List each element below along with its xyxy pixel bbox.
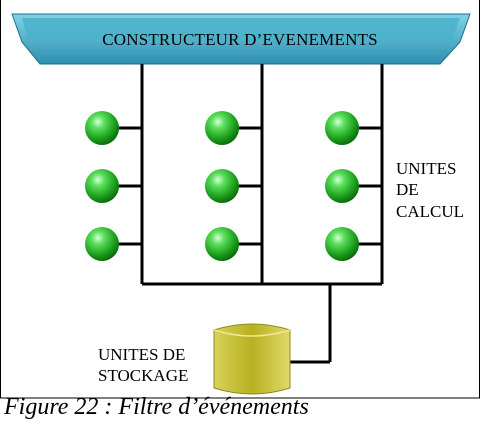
storage-units-label: UNITES DE STOCKAGE (98, 345, 189, 386)
storage-drum (213, 323, 291, 395)
node-stubs (118, 126, 382, 246)
compute-node (205, 169, 239, 203)
compute-node (85, 169, 119, 203)
figure-caption: Figure 22 : Filtre d’événements (4, 394, 309, 420)
compute-node (325, 111, 359, 145)
compute-node (205, 227, 239, 261)
compute-nodes (85, 111, 359, 261)
compute-node (205, 111, 239, 145)
compute-units-label: UNITES DE CALCUL (396, 159, 464, 221)
constructor-label: CONSTRUCTEUR D’EVENEMENTS (102, 30, 378, 49)
compute-node (325, 227, 359, 261)
compute-node (85, 111, 119, 145)
diagram-canvas: CONSTRUCTEUR D’EVENEMENTS UNITES DE CALC… (0, 0, 480, 399)
bus-lines (140, 64, 384, 364)
compute-node (85, 227, 119, 261)
diagram-svg (0, 0, 480, 399)
constructor-box-face (22, 18, 460, 40)
compute-node (325, 169, 359, 203)
